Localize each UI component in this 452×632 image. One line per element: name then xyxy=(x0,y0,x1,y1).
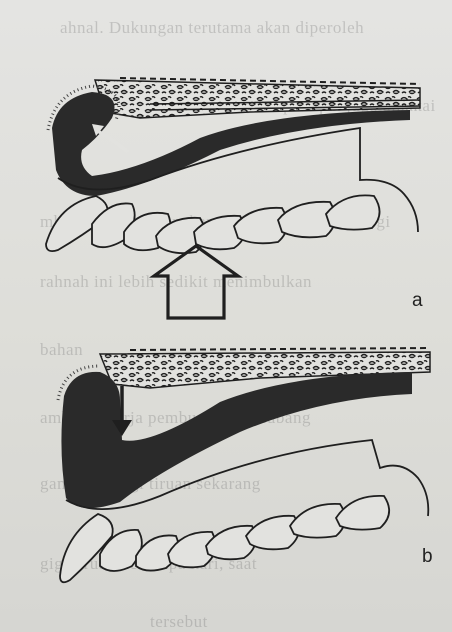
panel-b-cortex-line xyxy=(130,348,430,350)
panel-a-label: a xyxy=(412,290,423,312)
panel-a xyxy=(46,78,420,318)
panel-a-up-arrow xyxy=(154,246,238,318)
panel-a-curved-arrow xyxy=(96,130,128,152)
panel-b xyxy=(58,348,430,582)
panel-b-label: b xyxy=(422,546,433,568)
panel-b-ridge-dark xyxy=(61,372,412,508)
panel-a-teeth xyxy=(46,195,380,253)
